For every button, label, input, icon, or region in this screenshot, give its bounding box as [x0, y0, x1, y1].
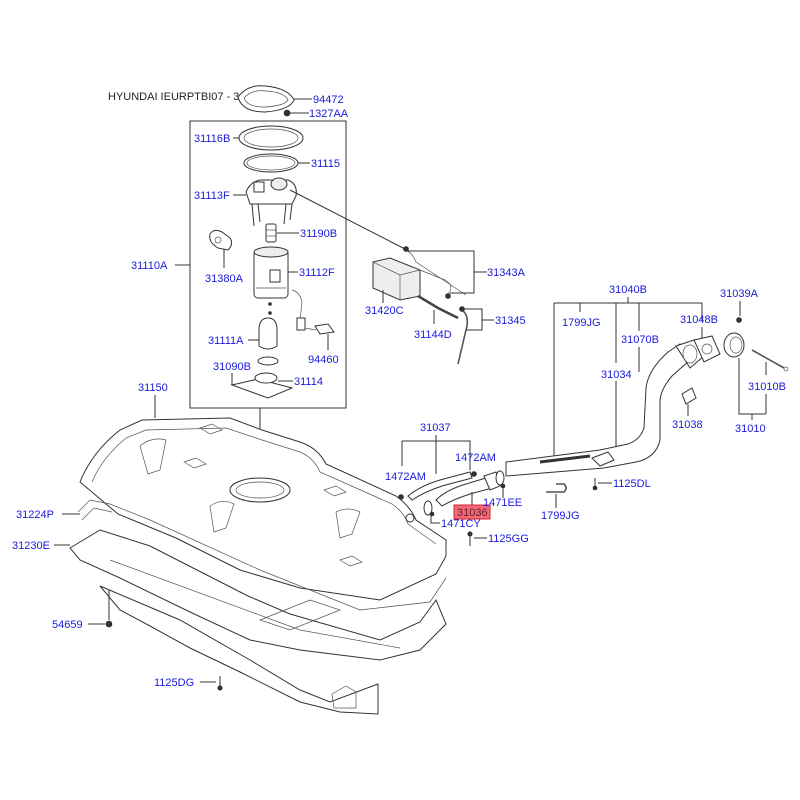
- label-31048B[interactable]: 31048B: [680, 314, 718, 326]
- fuel-pump-31111A[interactable]: [258, 317, 278, 350]
- label-1471EE[interactable]: 1471EE: [483, 497, 522, 509]
- label-31380A[interactable]: 31380A: [205, 273, 244, 285]
- highlight-31036: [453, 504, 491, 520]
- label-1125DL[interactable]: 1125DL: [613, 478, 651, 490]
- label-1471CY[interactable]: 1471CY: [441, 518, 481, 530]
- clamp-1471CY[interactable]: [423, 500, 435, 517]
- bolt-1327AA[interactable]: [283, 109, 291, 117]
- canister-31420C[interactable]: [372, 257, 421, 301]
- hose-31345[interactable]: [457, 306, 469, 365]
- bolt-1125GG[interactable]: [467, 531, 473, 546]
- diagram-title: HYUNDAI IEURPTBI07 - 31036: [108, 91, 264, 103]
- label-31010B[interactable]: 31010B: [748, 381, 786, 393]
- bolt-1125DG[interactable]: [217, 676, 223, 691]
- label-31115[interactable]: 31115: [311, 158, 340, 170]
- label-1125DG[interactable]: 1125DG: [154, 677, 194, 689]
- regulator-31190B[interactable]: [265, 223, 277, 243]
- reservoir-31114[interactable]: [230, 372, 294, 399]
- sender-31380A[interactable]: [209, 229, 233, 251]
- label-1799JG-bottom[interactable]: 1799JG: [541, 510, 580, 522]
- pump-flange-31113F[interactable]: [245, 177, 297, 227]
- clamp-1472AM-right[interactable]: [471, 471, 477, 477]
- label-31038[interactable]: 31038: [672, 419, 703, 431]
- bracket-31224P[interactable]: [77, 499, 447, 611]
- label-1125GG[interactable]: 1125GG: [488, 533, 529, 545]
- label-31190B[interactable]: 31190B: [300, 228, 337, 240]
- label-31150[interactable]: 31150: [138, 382, 168, 394]
- label-1472AM-left[interactable]: 1472AM: [385, 471, 426, 483]
- label-31224P[interactable]: 31224P: [16, 509, 54, 521]
- label-31345[interactable]: 31345: [495, 315, 526, 327]
- label-31010[interactable]: 31010: [735, 423, 766, 435]
- label-plate-31038[interactable]: [681, 387, 697, 405]
- label-31090B[interactable]: 31090B: [213, 361, 251, 373]
- label-31037[interactable]: 31037: [420, 422, 451, 434]
- label-31230E[interactable]: 31230E: [12, 540, 50, 552]
- label-31343A[interactable]: 31343A: [487, 267, 526, 279]
- label-31039A[interactable]: 31039A: [720, 288, 759, 300]
- label-31116B[interactable]: 31116B: [194, 133, 230, 145]
- wiring-94460[interactable]: [291, 289, 335, 335]
- ring-31116B[interactable]: [238, 125, 304, 151]
- cap-strap-31010B[interactable]: [751, 349, 789, 372]
- label-1327AA[interactable]: 1327AA: [309, 108, 349, 120]
- oring-31115[interactable]: [243, 153, 299, 173]
- label-94460[interactable]: 94460: [308, 354, 339, 366]
- hose-31037[interactable]: [407, 471, 473, 501]
- lower-shield: [99, 585, 379, 715]
- label-1472AM-right[interactable]: 1472AM: [455, 452, 496, 464]
- label-31114[interactable]: 31114: [294, 376, 323, 388]
- gasket-94472[interactable]: [237, 85, 295, 113]
- label-31420C[interactable]: 31420C: [365, 305, 404, 317]
- clamp-1471EE[interactable]: [495, 470, 506, 489]
- ring-31090B[interactable]: [257, 356, 279, 366]
- fuel-filter-31112F[interactable]: [253, 246, 289, 299]
- label-31070B[interactable]: 31070B: [621, 334, 659, 346]
- hose-31144D[interactable]: [417, 294, 459, 320]
- bolt-1125DL[interactable]: [592, 478, 598, 491]
- label-31144D[interactable]: 31144D: [414, 329, 452, 341]
- filler-neck-31040B[interactable]: [505, 339, 705, 477]
- label-31034[interactable]: 31034: [601, 369, 632, 381]
- gasket-31048B[interactable]: [693, 335, 721, 363]
- label-54659[interactable]: 54659: [52, 619, 83, 631]
- label-94472[interactable]: 94472: [313, 94, 344, 106]
- label-31111A[interactable]: 31111A: [208, 335, 244, 347]
- label-31112F[interactable]: 31112F: [299, 267, 335, 279]
- label-31036[interactable]: 31036: [457, 507, 488, 519]
- protector-31230E[interactable]: [69, 529, 447, 661]
- hose-31036[interactable]: [435, 471, 501, 507]
- clip-1799JG[interactable]: [546, 483, 567, 493]
- label-31110A[interactable]: 31110A: [131, 260, 168, 272]
- tube-31343A[interactable]: [403, 246, 467, 299]
- screw-31039A[interactable]: [736, 317, 742, 323]
- fuel-cap-31010[interactable]: [723, 332, 745, 358]
- label-31113F[interactable]: 31113F: [194, 190, 230, 202]
- nut-54659[interactable]: [105, 620, 113, 628]
- fuel-tank-31150[interactable]: [79, 417, 447, 601]
- label-31040B[interactable]: 31040B: [609, 284, 647, 296]
- label-1799JG-top[interactable]: 1799JG: [562, 317, 601, 329]
